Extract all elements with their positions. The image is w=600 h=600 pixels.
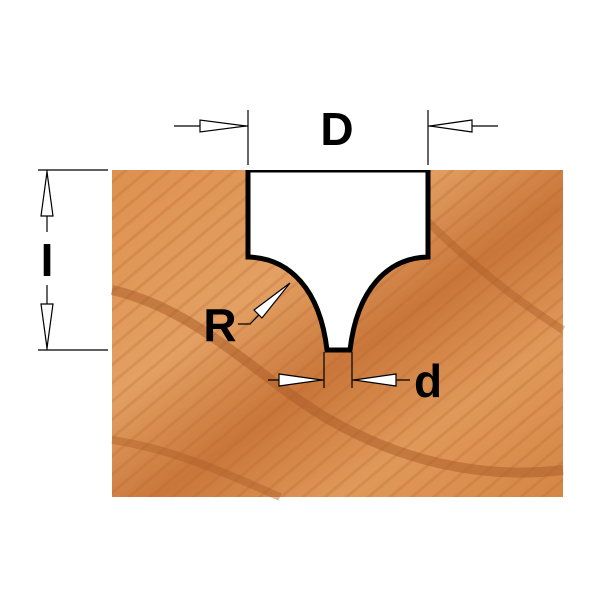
label-R: R xyxy=(203,299,236,351)
dimension-d xyxy=(268,352,410,388)
label-D: D xyxy=(320,103,353,155)
groove-profile xyxy=(245,167,431,353)
dimension-R xyxy=(238,282,291,325)
label-I: I xyxy=(41,234,54,286)
dimension-I xyxy=(38,169,108,351)
dimension-D xyxy=(174,110,498,165)
label-d: d xyxy=(414,355,442,407)
